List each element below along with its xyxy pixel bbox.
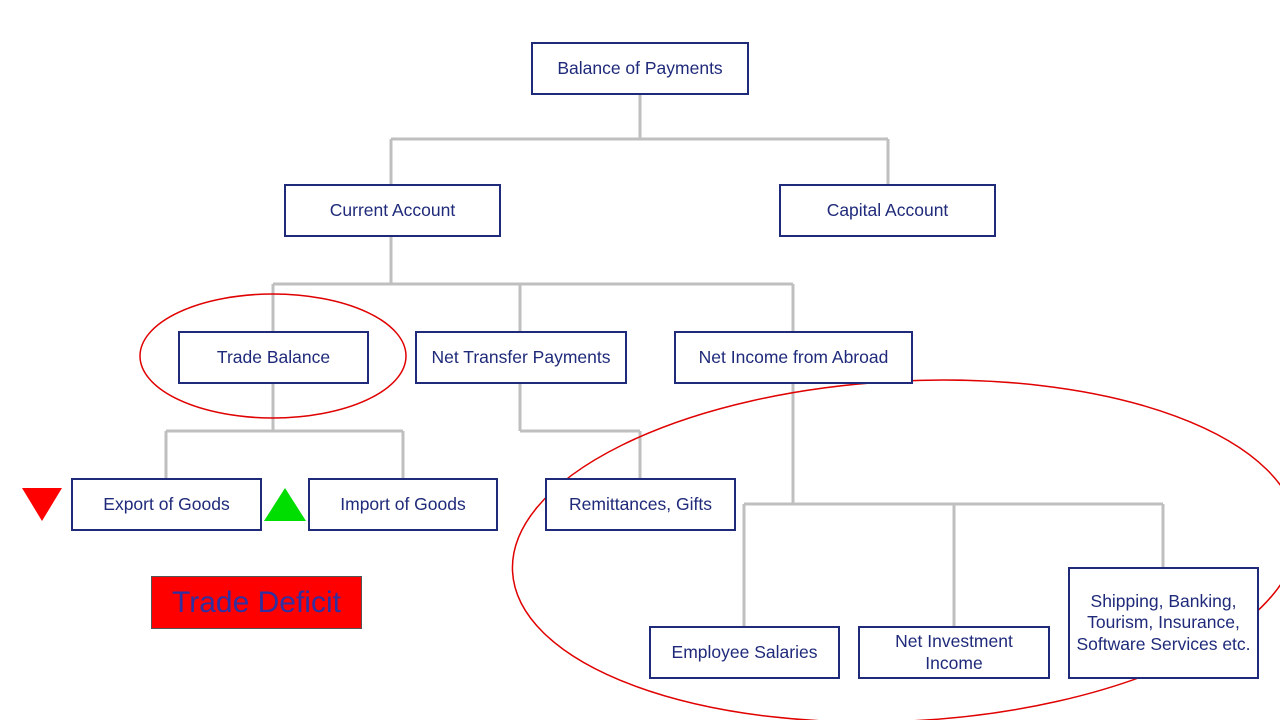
node-current-account: Current Account: [284, 184, 501, 237]
node-capital-account: Capital Account: [779, 184, 996, 237]
node-trade-balance: Trade Balance: [178, 331, 369, 384]
node-net-income-from-abroad: Net Income from Abroad: [674, 331, 913, 384]
node-net-transfer-payments: Net Transfer Payments: [415, 331, 627, 384]
down-triangle-icon: [22, 488, 62, 521]
trade-balance-highlight: [139, 293, 407, 419]
node-services: Shipping, Banking, Tourism, Insurance, S…: [1068, 567, 1259, 679]
node-import-of-goods: Import of Goods: [308, 478, 498, 531]
node-export-of-goods: Export of Goods: [71, 478, 262, 531]
node-net-investment-income: Net Investment Income: [858, 626, 1050, 679]
up-triangle-icon: [264, 488, 306, 521]
connector-lines: [164, 94, 1165, 626]
node-remittances-gifts: Remittances, Gifts: [545, 478, 736, 531]
node-balance-of-payments: Balance of Payments: [531, 42, 749, 95]
trade-deficit-badge: Trade Deficit: [151, 576, 362, 629]
node-employee-salaries: Employee Salaries: [649, 626, 840, 679]
